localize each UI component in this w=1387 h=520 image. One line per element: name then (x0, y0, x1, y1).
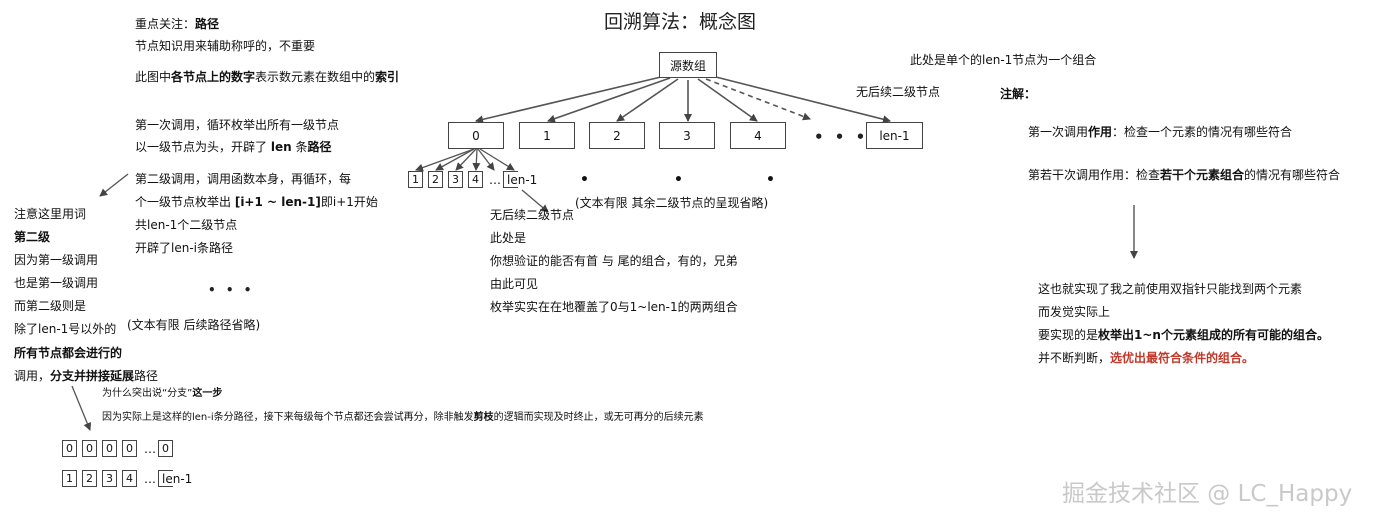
why-branch-reason: 因为实际上是这样的len-i条分路径，接下来每级每个节点都还会尝试再分，除非触发… (102, 412, 704, 423)
level1-node-last: len-1 (866, 122, 923, 149)
left-line: 共len-1个二级节点 (135, 218, 238, 232)
level2-node: 3 (448, 171, 463, 188)
focus-line: 重点关注：路径 (135, 17, 220, 31)
diagram-title: 回溯算法：概念图 (604, 11, 757, 33)
path-ellipsis: … (144, 442, 156, 456)
middle-line: 你想验证的能否有首 与 尾的组合，有的，兄弟 (490, 254, 738, 268)
edge-root-4 (697, 78, 758, 122)
level2-node-last (503, 171, 518, 188)
path-node: 0 (158, 440, 173, 457)
left-line: 节点知识用来辅助称呼的，不重要 (135, 39, 316, 53)
path-last-label: len-1 (162, 472, 193, 486)
edge-root-1 (547, 77, 671, 123)
level2-dot: • (674, 172, 683, 188)
no-second-level-note: 无后续二级节点 (856, 85, 941, 99)
left-line: 开辟了len-i条路径 (135, 241, 233, 255)
middle-line: 枚举实实在在地覆盖了0与1~len-1的两两组合 (490, 300, 738, 314)
side-line: 调用，分支并拼接延展路径 (14, 369, 159, 383)
path-ellipsis: … (144, 472, 156, 486)
left-line: 此图中各节点上的数字表示数元素在数组中的索引 (135, 70, 400, 84)
path-node: 0 (102, 440, 117, 457)
annotation-line: 第若干次调用作用：检查若干个元素组合的情况有哪些符合 (1028, 168, 1341, 182)
path-node: 0 (62, 440, 77, 457)
edge-root-0 (475, 75, 666, 124)
conclusion-line: 而发觉实际上 (1038, 305, 1111, 319)
conclusion-line: 并不断判断，选优出最符合条件的组合。 (1038, 351, 1255, 365)
edge-root-dashed (705, 78, 811, 121)
level2-node: 2 (428, 171, 443, 188)
side-line: 第二级 (14, 230, 51, 244)
edge-root-last (711, 75, 891, 124)
middle-omit-note: (文本有限 其余二级节点的呈现省略) (575, 196, 769, 210)
side-line: 所有节点都会进行的 (14, 346, 123, 360)
left-line: 第一次调用，循环枚举出所有一级节点 (135, 118, 340, 132)
left-line: 个一级节点枚举出 [i+1 ~ len-1]即i+1开始 (135, 195, 378, 209)
path-node: 2 (82, 470, 97, 487)
level1-node: 0 (448, 122, 504, 149)
level2-node: 1 (408, 171, 423, 188)
path-node: 0 (122, 440, 137, 457)
conclusion-line: 这也就实现了我之前使用双指针只能找到两个元素 (1038, 282, 1303, 296)
level1-node: 3 (659, 122, 715, 149)
side-line: 除了len-1号以外的 (14, 322, 117, 336)
left-ellipsis: • • • (208, 283, 255, 297)
level1-node: 2 (589, 122, 645, 149)
side-line: 注意这里用词 (14, 207, 87, 221)
side-line: 因为第一级调用 (14, 253, 99, 267)
left-line: 第二级调用，调用函数本身，再循环，每 (135, 172, 352, 186)
path-node: 0 (82, 440, 97, 457)
path-node: 3 (102, 470, 117, 487)
annotation-heading: 注解： (1000, 87, 1037, 101)
level2-node: 4 (468, 171, 483, 188)
root-label: 源数组 (669, 58, 706, 73)
path-node-last (158, 470, 173, 487)
left-omit-note: (文本有限 后续路径省略) (127, 318, 261, 332)
right-top-note: 此处是单个的len-1节点为一个组合 (910, 53, 1097, 67)
level1-node: 4 (730, 122, 786, 149)
level1-node: 1 (519, 122, 575, 149)
middle-line: 由此可见 (490, 277, 539, 291)
level2-ellipsis: … (489, 173, 501, 187)
edge-root-2 (616, 78, 679, 122)
watermark: 掘金技术社区 @ LC_Happy (1062, 481, 1353, 507)
left-line: 以一级节点为头，开辟了 len 条路径 (135, 140, 332, 154)
level1-ellipsis: • • • (814, 128, 869, 146)
root-node: 源数组 (659, 52, 717, 78)
middle-line: 无后续二级节点 (490, 208, 575, 222)
middle-line: 此处是 (490, 231, 527, 245)
path-node: 4 (122, 470, 137, 487)
side-line: 而第二级则是 (14, 299, 87, 313)
annotation-line: 第一次调用作用：检查一个元素的情况有哪些符合 (1028, 125, 1293, 139)
level2-last-label: len-1 (507, 173, 538, 187)
level2-dot: • (580, 172, 589, 188)
side-line: 也是第一级调用 (14, 276, 99, 290)
path-node: 1 (62, 470, 77, 487)
why-branch-question: 为什么突出说“分支”这一步 (102, 388, 223, 399)
level2-dot: • (766, 172, 775, 188)
conclusion-line: 要实现的是枚举出1~n个元素组成的所有可能的组合。 (1038, 328, 1329, 342)
